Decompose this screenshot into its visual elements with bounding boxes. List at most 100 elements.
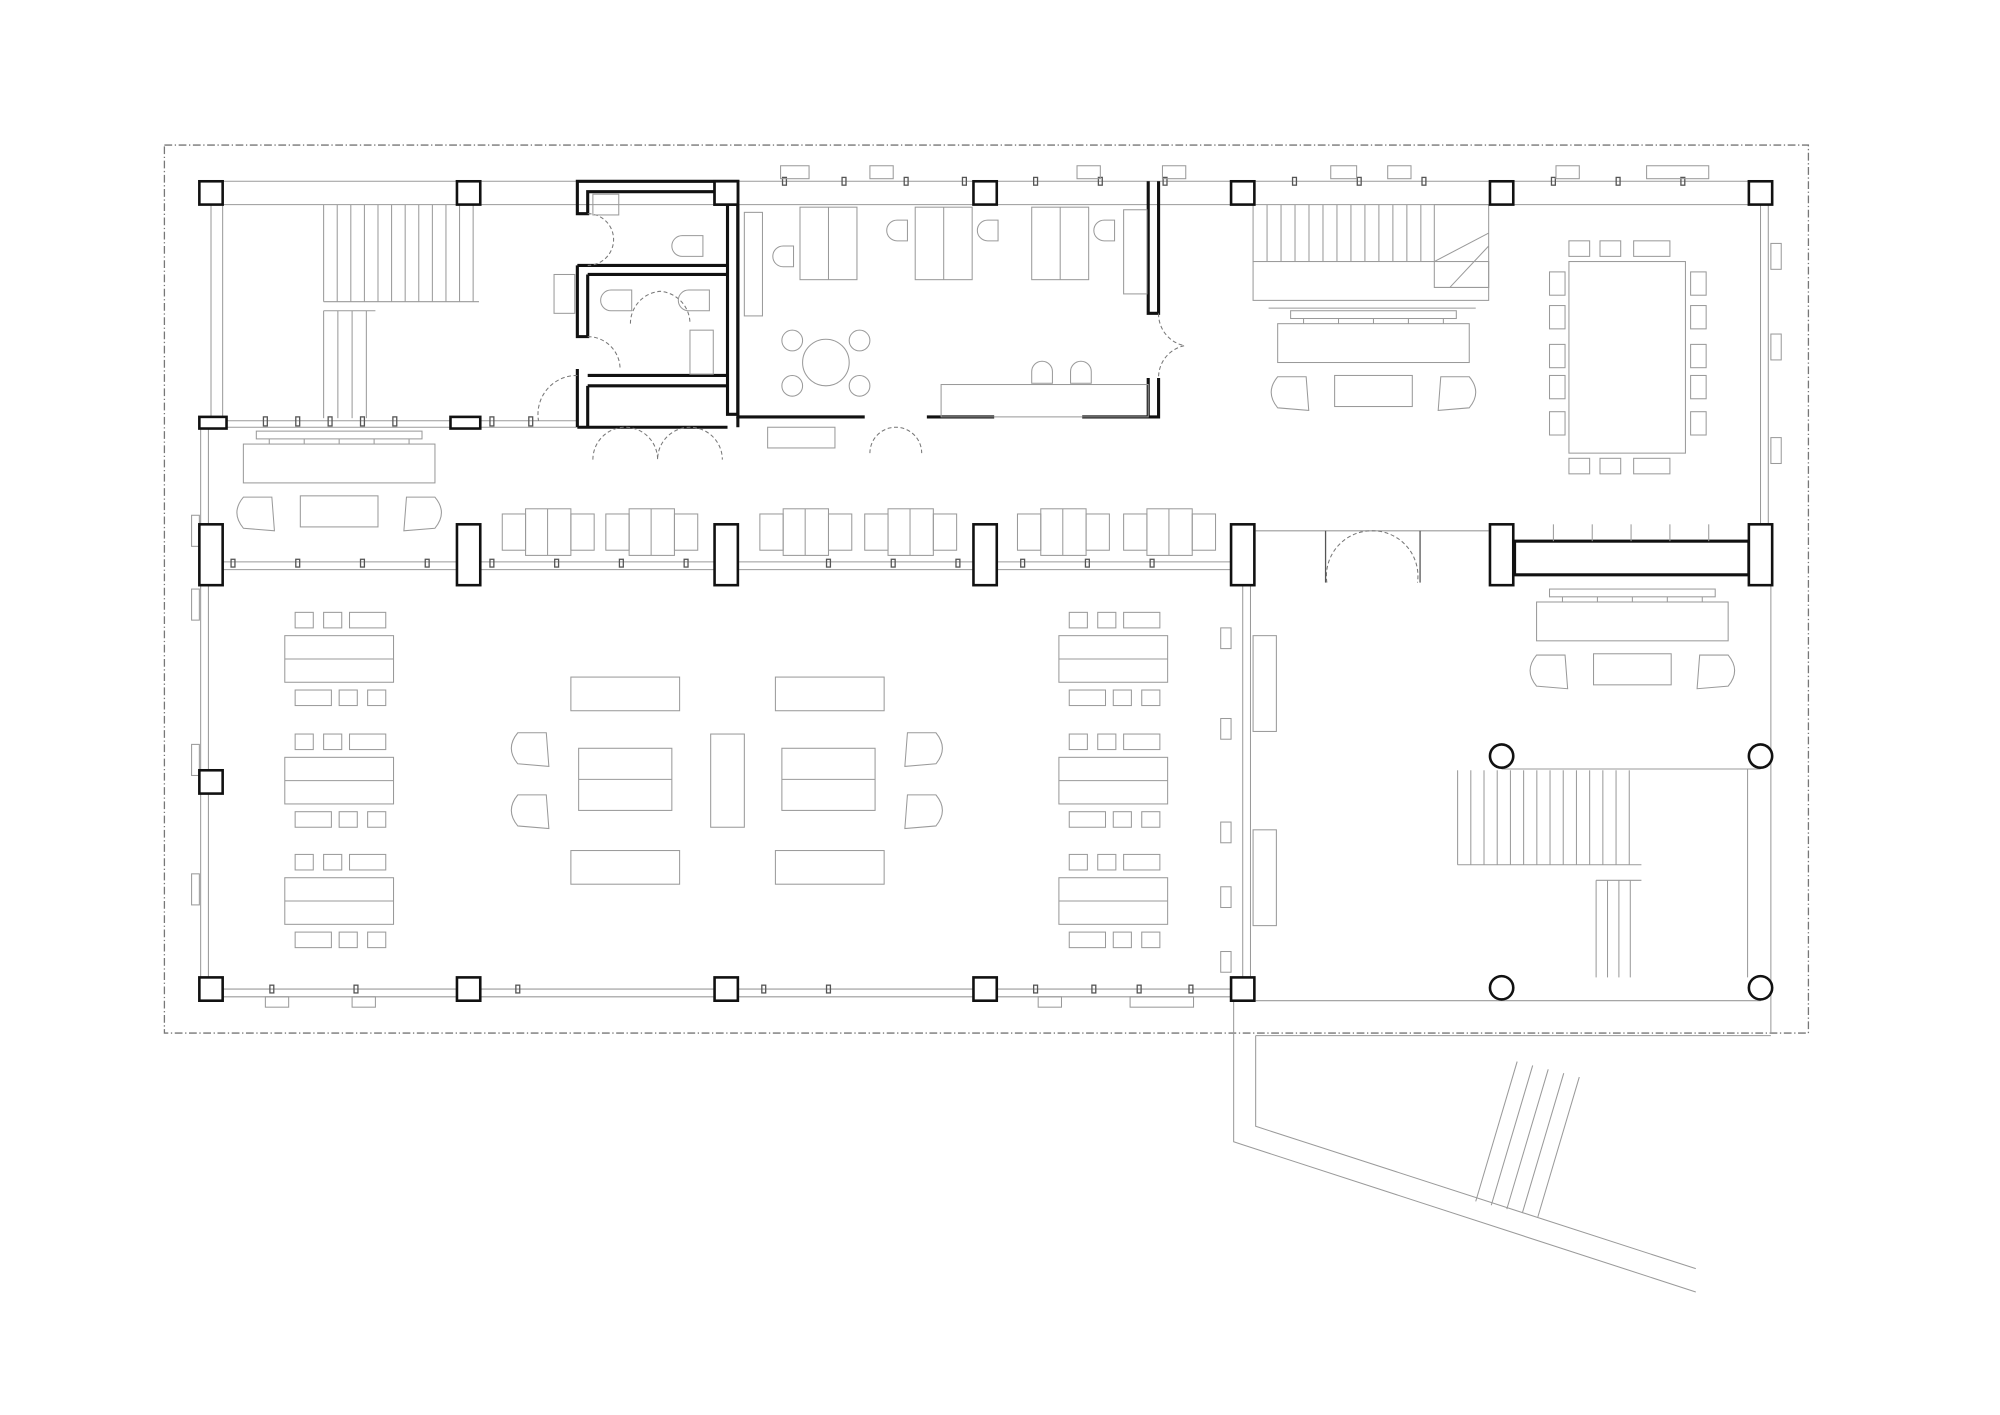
window-mullion (961, 176, 967, 186)
sofa (242, 443, 436, 484)
counter (767, 426, 836, 449)
site-boundary (163, 144, 1810, 1034)
stair-winder (1433, 204, 1490, 288)
column (455, 523, 482, 587)
chair (1633, 240, 1671, 257)
sofa-back (255, 430, 423, 440)
chair (294, 733, 314, 751)
window-sill (1220, 627, 1232, 650)
toilet-wall (575, 179, 740, 416)
window-mullion (392, 416, 398, 427)
chair (1599, 457, 1622, 475)
armchair (1696, 654, 1736, 690)
window-mullion (554, 558, 560, 568)
column (1488, 179, 1515, 206)
chair (1068, 689, 1107, 707)
round-table (802, 338, 850, 387)
bathtub (689, 329, 714, 375)
column (1229, 976, 1256, 1002)
chair (367, 811, 387, 828)
column (198, 415, 228, 430)
window-sill (1387, 165, 1412, 180)
table (1040, 508, 1087, 556)
chair (1112, 811, 1132, 828)
armchair (1270, 376, 1310, 411)
chair (348, 611, 387, 629)
column (713, 976, 740, 1002)
sofa (1536, 601, 1729, 642)
window-mullion (825, 984, 832, 994)
toilet (677, 289, 710, 312)
window-mullion (359, 416, 366, 427)
cabinet (1123, 209, 1148, 295)
stair-landing (1252, 261, 1490, 301)
bench (501, 513, 527, 551)
round-column (1747, 743, 1774, 769)
table (782, 508, 829, 556)
chair (348, 853, 387, 871)
sofa-bench (570, 676, 681, 712)
window-mullion (1291, 176, 1298, 186)
window-mullion (230, 558, 236, 568)
bench (759, 513, 784, 551)
window-sill (1555, 165, 1580, 180)
column (455, 179, 482, 206)
chair (1097, 853, 1117, 871)
bench (1191, 513, 1217, 551)
door-swing (629, 290, 691, 324)
chair (1123, 733, 1161, 751)
window-mullion (903, 176, 909, 186)
chair (294, 931, 332, 949)
window-mullion (890, 558, 896, 568)
window-mullion (528, 416, 534, 427)
window-mullion (1033, 176, 1039, 186)
exterior-ramp (1233, 1000, 1771, 1293)
round-column (1488, 743, 1515, 769)
chair (1568, 457, 1591, 475)
exterior-step (1490, 1065, 1534, 1206)
window-sill (1330, 165, 1358, 180)
window-mullion (353, 984, 359, 994)
table (525, 508, 572, 556)
door-swing (587, 336, 621, 369)
coffee-table (299, 495, 379, 528)
window-mullion (1149, 558, 1155, 568)
window-sill (1037, 996, 1063, 1008)
window-mullion (1020, 558, 1026, 568)
coffee-table (1334, 374, 1413, 408)
chair (1141, 689, 1161, 707)
bench (1085, 513, 1110, 551)
window-sill (264, 996, 290, 1008)
bench (932, 513, 958, 551)
table (887, 508, 934, 556)
exterior-step (1506, 1069, 1549, 1210)
window-mullion (841, 176, 847, 186)
window-mullion (327, 416, 333, 427)
bench (827, 513, 853, 551)
column (198, 768, 224, 795)
chair (848, 374, 871, 397)
window-mullion (1615, 176, 1621, 186)
column (449, 415, 482, 430)
stool (1070, 360, 1092, 384)
round-column (1747, 974, 1774, 1001)
window-sill (1220, 717, 1232, 740)
window-mullion (359, 558, 366, 568)
chair (848, 329, 871, 352)
window-mullion (262, 416, 268, 427)
window-sill (351, 996, 376, 1008)
chair (294, 689, 332, 707)
door-swing (1325, 530, 1419, 583)
chair (294, 811, 332, 828)
armchair (236, 496, 275, 532)
chair (367, 689, 387, 707)
bench (864, 513, 889, 551)
window-sill (869, 165, 894, 180)
chair (338, 811, 358, 828)
door-swing (537, 374, 578, 421)
chair (1633, 457, 1671, 475)
window-mullion (1091, 984, 1097, 994)
window-sill (1076, 165, 1101, 180)
column (198, 523, 224, 587)
